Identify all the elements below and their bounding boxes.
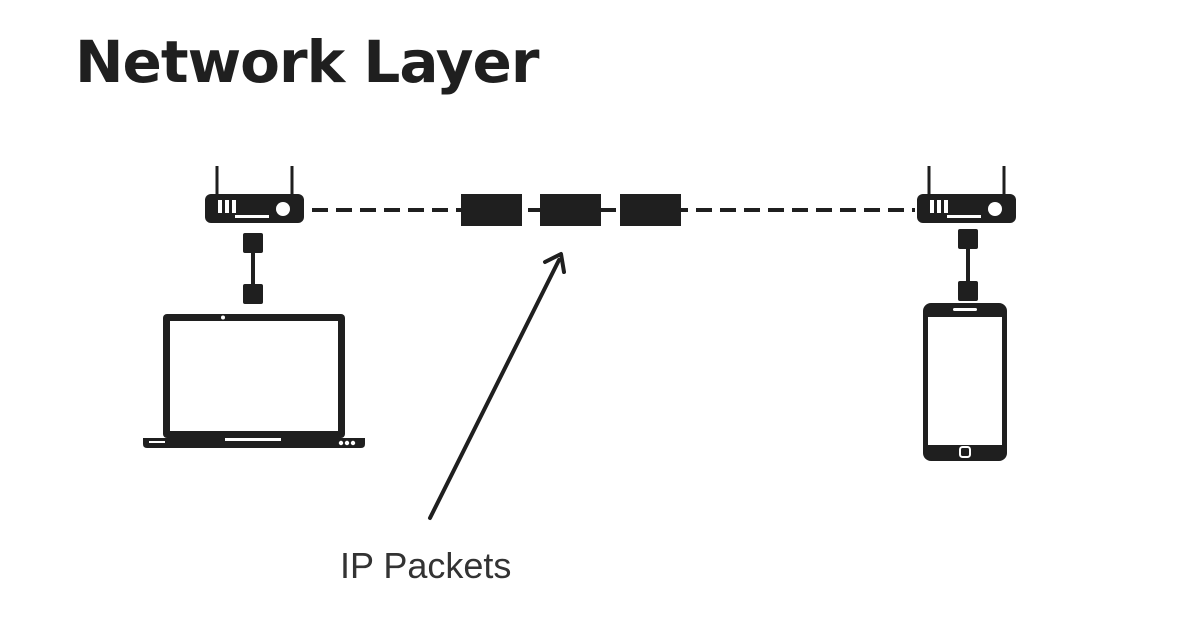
arrow-icon xyxy=(428,252,566,520)
router-icon xyxy=(205,166,304,223)
page-title: Network Layer xyxy=(75,28,539,96)
cable-right xyxy=(958,229,978,301)
laptop-icon xyxy=(143,314,365,448)
packet-icon xyxy=(620,194,681,226)
smartphone-icon xyxy=(923,303,1007,461)
router-icon xyxy=(917,166,1016,223)
packet-icon xyxy=(540,194,601,226)
packet-icon xyxy=(461,194,522,226)
packet-group xyxy=(461,194,681,226)
packets-caption: IP Packets xyxy=(340,545,512,586)
cable-left xyxy=(243,233,263,304)
